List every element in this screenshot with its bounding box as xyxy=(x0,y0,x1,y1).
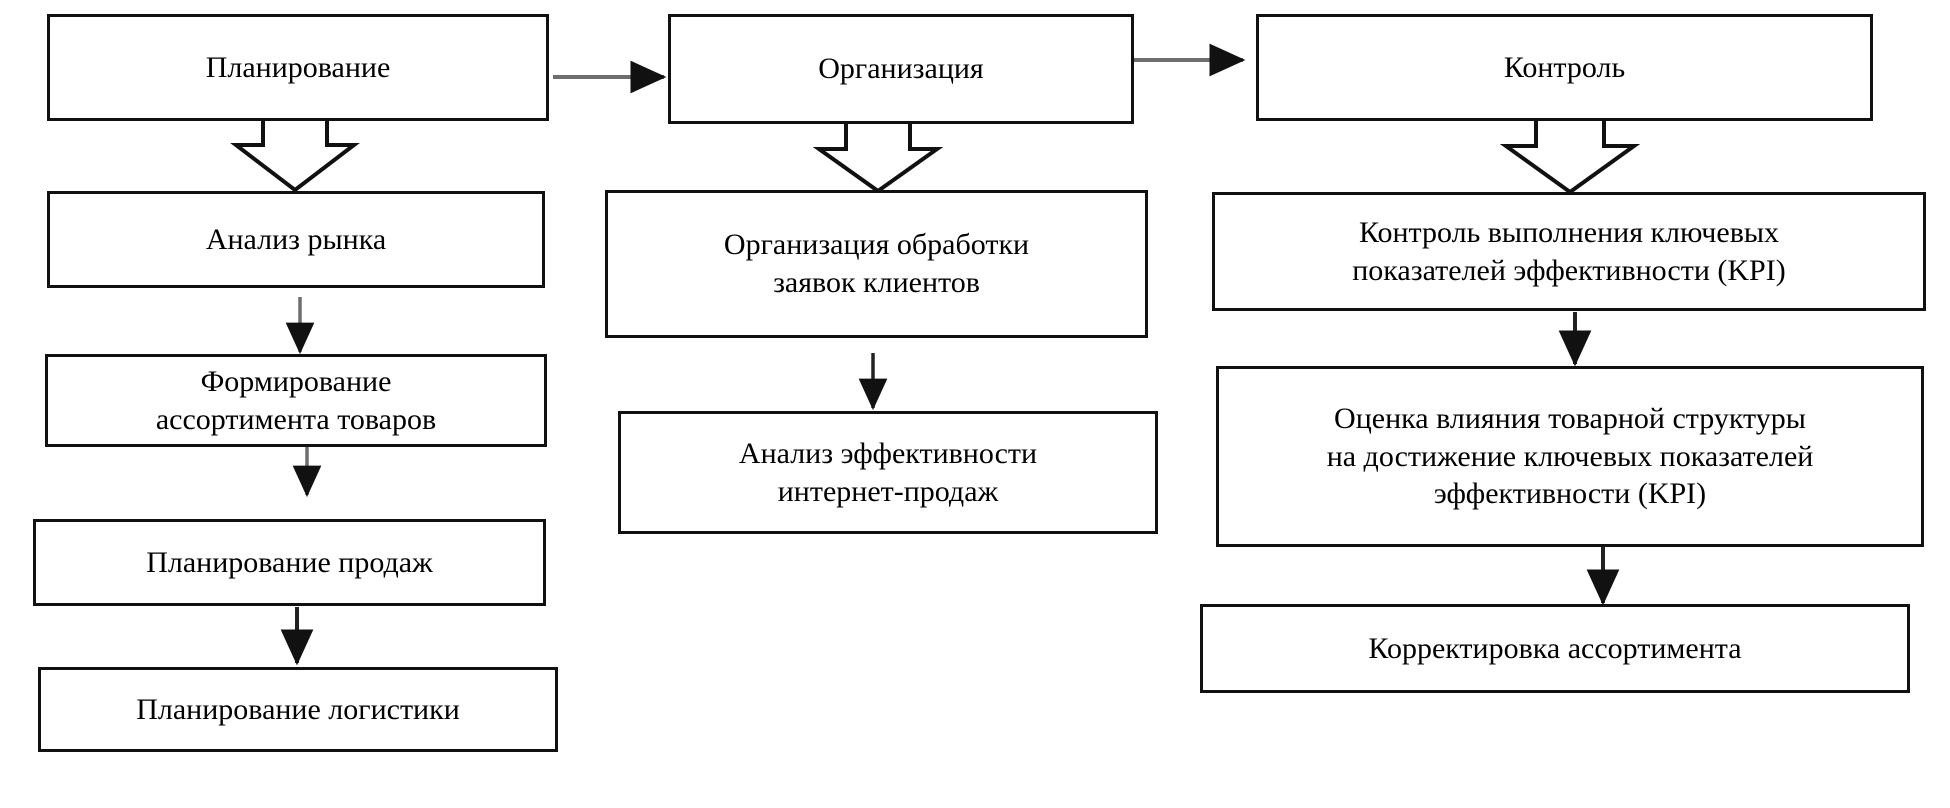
node-label: Формирование ассортимента товаров xyxy=(58,363,534,439)
node-label: Оценка влияния товарной структуры на дос… xyxy=(1229,400,1911,513)
node-organization-step-1[interactable]: Организация обработки заявок клиентов xyxy=(605,190,1148,338)
node-label-line-2: интернет-продаж xyxy=(777,474,999,508)
node-label: Планирование логистики xyxy=(136,692,460,726)
node-label-line-3: эффективности (KPI) xyxy=(1433,477,1707,511)
node-label: Анализ эффективности интернет-продаж xyxy=(631,435,1145,511)
node-label: Планирование продаж xyxy=(146,545,433,579)
node-label: Организация обработки заявок клиентов xyxy=(618,226,1135,302)
node-control-step-2[interactable]: Оценка влияния товарной структуры на дос… xyxy=(1216,366,1924,547)
node-label-line-1: Организация обработки xyxy=(723,228,1030,262)
node-control-header[interactable]: Контроль xyxy=(1256,14,1873,121)
node-control-step-3[interactable]: Корректировка ассортимента xyxy=(1200,604,1910,693)
block-arrow-planning xyxy=(230,120,360,193)
node-label: Планирование xyxy=(205,50,391,84)
node-label: Контроль выполнения ключевых показателей… xyxy=(1225,214,1913,290)
node-label-line-2: ассортимента товаров xyxy=(155,402,437,436)
block-arrow-organization xyxy=(812,124,944,194)
node-label-line-2: показателей эффективности (KPI) xyxy=(1352,253,1786,287)
block-arrow-control xyxy=(1499,121,1641,195)
node-label: Корректировка ассортимента xyxy=(1368,631,1742,665)
node-label: Контроль xyxy=(1503,50,1626,84)
node-label-line-1: Формирование xyxy=(200,364,392,398)
node-planning-step-1[interactable]: Анализ рынка xyxy=(47,191,545,288)
node-planning-header[interactable]: Планирование xyxy=(47,14,549,121)
node-organization-header[interactable]: Организация xyxy=(668,14,1134,124)
node-planning-step-2[interactable]: Формирование ассортимента товаров xyxy=(45,354,547,447)
node-label-line-2: заявок клиентов xyxy=(773,266,980,299)
node-label: Анализ рынка xyxy=(205,222,387,256)
node-organization-step-2[interactable]: Анализ эффективности интернет-продаж xyxy=(618,411,1158,534)
node-label-line-2: на достижение ключевых показателей xyxy=(1326,439,1814,473)
node-planning-step-4[interactable]: Планирование логистики xyxy=(38,667,558,752)
node-label-line-1: Анализ эффективности xyxy=(738,436,1038,470)
node-label: Организация xyxy=(818,52,984,86)
node-control-step-1[interactable]: Контроль выполнения ключевых показателей… xyxy=(1212,192,1926,311)
node-label-line-1: Оценка влияния товарной структуры xyxy=(1334,401,1806,435)
node-label-line-1: Контроль выполнения ключевых xyxy=(1358,215,1780,249)
node-planning-step-3[interactable]: Планирование продаж xyxy=(33,519,546,606)
